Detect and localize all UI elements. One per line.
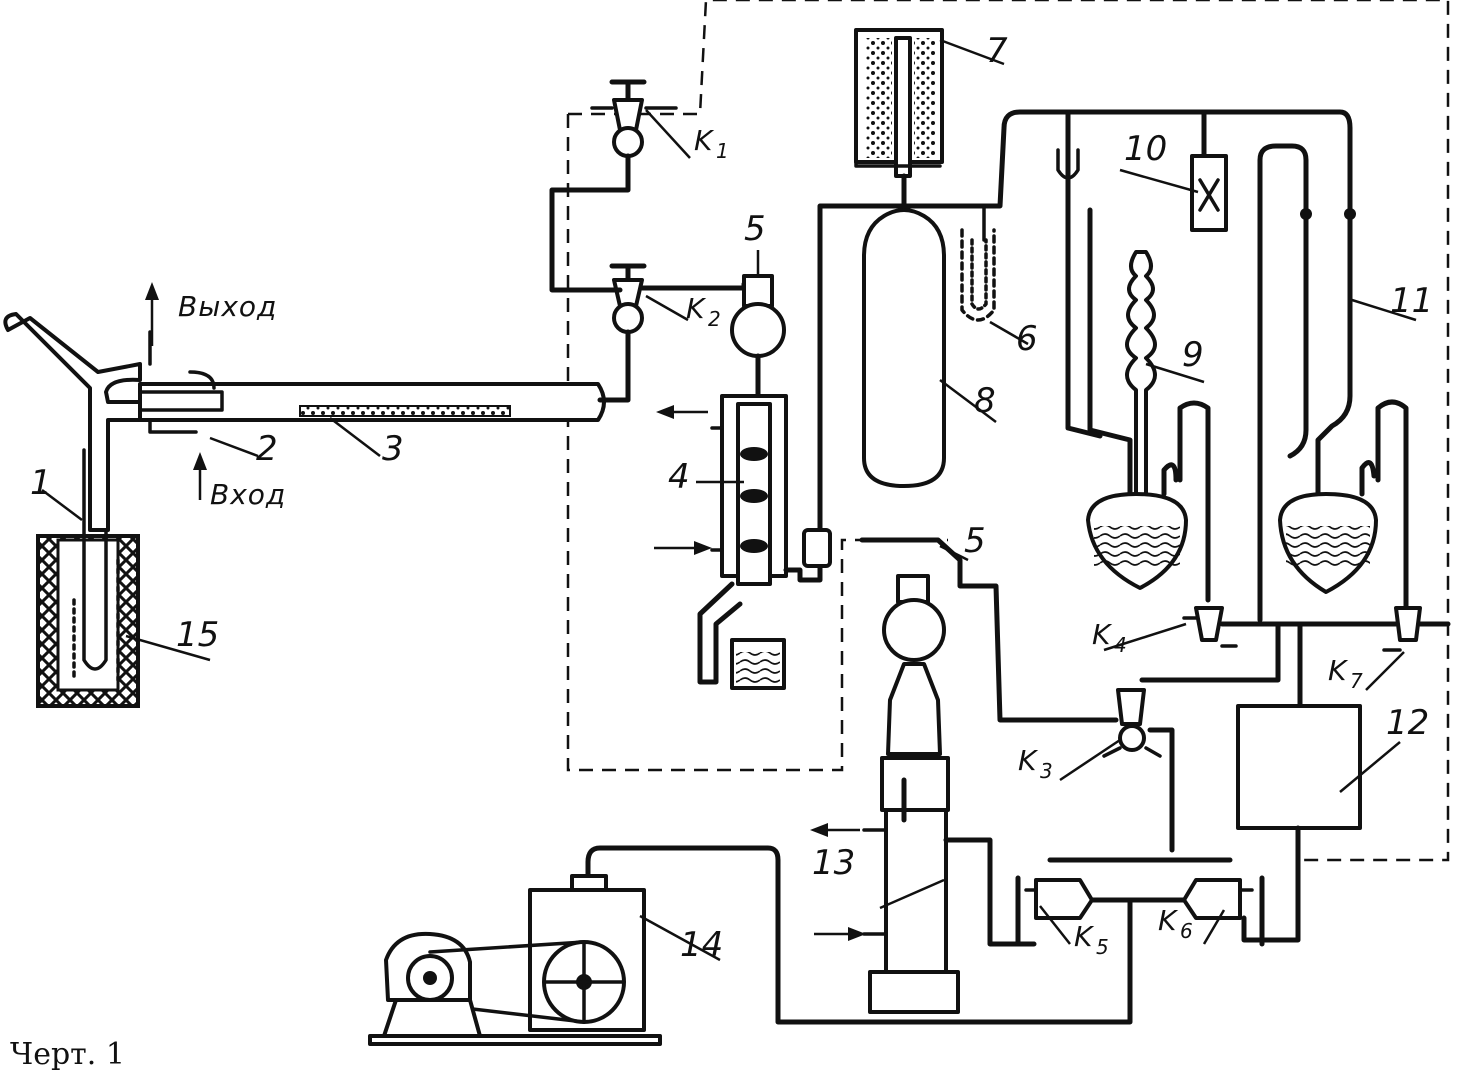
valve-k5 — [1024, 878, 1094, 920]
pipe-k1-k2 — [549, 153, 747, 403]
figure-caption: Черт. 1 — [10, 1037, 125, 1072]
pipe-box-12 — [1241, 825, 1301, 943]
part-label-11: 11 — [1390, 281, 1433, 321]
furnace — [36, 448, 140, 708]
pipe-header — [1139, 621, 1451, 713]
manometer — [854, 28, 944, 178]
forevacuum-pump — [368, 874, 662, 1046]
svg-text:4: 4 — [1114, 633, 1127, 657]
svg-text:2: 2 — [708, 307, 721, 331]
svg-text:6: 6 — [1180, 919, 1193, 943]
diffusion-pump — [862, 756, 1037, 1014]
box-12 — [1236, 704, 1362, 830]
svg-text:3: 3 — [1040, 759, 1053, 783]
part-label-5-upper: 5 — [744, 209, 766, 249]
valve-k3 — [1102, 688, 1175, 853]
part-label-1: 1 — [30, 463, 52, 503]
part-label-7: 7 — [986, 31, 1008, 71]
svg-text:K: K — [686, 292, 707, 325]
dashed-enclosure — [566, 0, 1450, 862]
svg-text:K: K — [1158, 904, 1179, 937]
svg-text:5: 5 — [1096, 935, 1109, 959]
svg-text:7: 7 — [1350, 669, 1363, 693]
svg-text:K: K — [1018, 744, 1039, 777]
pipe-valve-group — [585, 845, 1265, 1025]
trap-lower — [859, 537, 1119, 756]
valve-label-k2: K 2 — [686, 292, 721, 331]
part-label-4: 4 — [668, 457, 690, 497]
large-flask — [862, 208, 946, 488]
valve-k1 — [590, 79, 678, 158]
coolant-arrows — [654, 405, 712, 555]
part-label-14: 14 — [680, 925, 723, 965]
svg-text:K: K — [1074, 920, 1095, 953]
valve-label-k1: K 1 — [694, 124, 729, 163]
svg-text:1: 1 — [716, 139, 729, 163]
part-label-2: 2 — [256, 429, 278, 469]
inlet-arrow — [193, 452, 207, 500]
mcleod-gauge — [1056, 109, 1211, 603]
valve-label-k5: K 5 — [1074, 920, 1109, 959]
part-label-12: 12 — [1386, 703, 1429, 743]
gauge-11 — [1257, 143, 1409, 623]
valve-k4 — [1182, 606, 1238, 648]
pump-coolant-arrows — [810, 823, 866, 941]
part-label-8: 8 — [974, 381, 996, 421]
part-label-13: 13 — [812, 843, 855, 883]
small-vessel — [1190, 109, 1228, 232]
part-label-6: 6 — [1016, 319, 1038, 359]
leader-lines — [41, 38, 1417, 962]
valve-k6 — [1182, 878, 1254, 920]
reaction-tube — [3, 312, 606, 532]
pipe-manifold-top — [877, 109, 1353, 213]
u-trap — [960, 204, 996, 322]
svg-text:K: K — [694, 124, 715, 157]
condenser-column — [697, 203, 883, 690]
valve-label-k4: K 4 — [1092, 618, 1127, 657]
valve-label-k3: K 3 — [1018, 744, 1053, 783]
valve-label-k6: K 6 — [1158, 904, 1193, 943]
outlet-label: Выход — [178, 290, 277, 323]
svg-text:K: K — [1328, 654, 1349, 687]
valve-k2 — [609, 263, 647, 334]
valve-k7 — [1382, 606, 1422, 652]
part-label-3: 3 — [382, 429, 404, 469]
part-label-5-lower: 5 — [964, 521, 986, 561]
valve-label-k7: K 7 — [1328, 654, 1363, 693]
outlet-arrow — [145, 282, 159, 346]
part-label-9: 9 — [1182, 335, 1204, 375]
trap-upper — [730, 274, 786, 399]
svg-text:K: K — [1092, 618, 1113, 651]
inlet-label: Вход — [210, 478, 286, 511]
part-label-15: 15 — [176, 615, 219, 655]
part-label-10: 10 — [1124, 129, 1167, 169]
